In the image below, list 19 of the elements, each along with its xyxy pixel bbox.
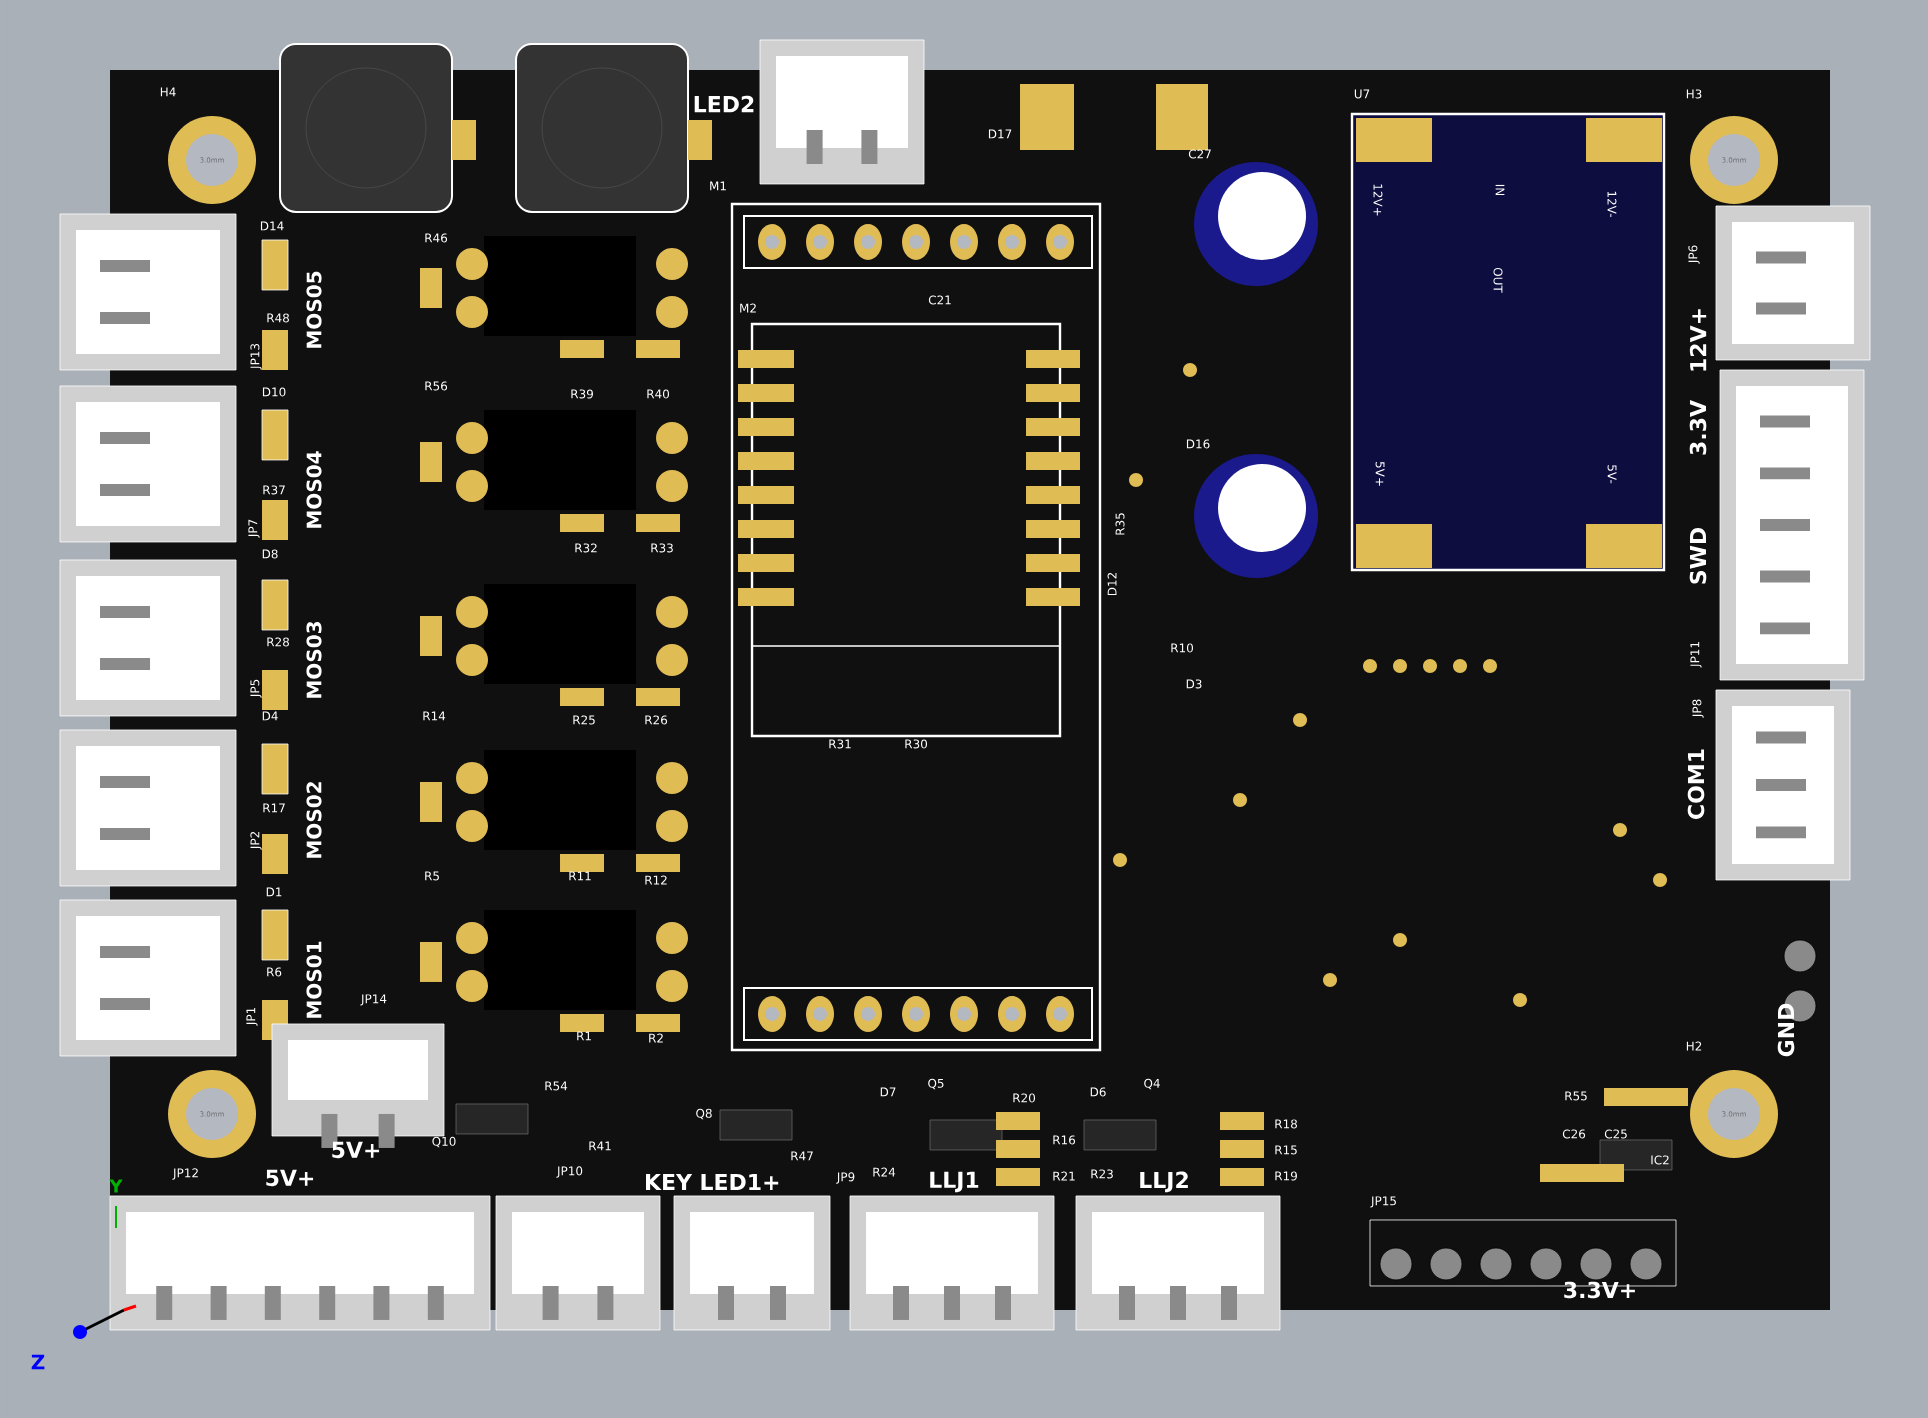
silkscreen-label: Z (31, 1354, 45, 1370)
silkscreen-label: MOS01 (306, 941, 322, 1018)
silkscreen-label: 5V+ (266, 1169, 314, 1187)
silkscreen-label: 12V+ (1689, 309, 1707, 371)
silkscreen-label: LLJ2 (1140, 1171, 1188, 1193)
silkscreen-label: SWD (1689, 527, 1707, 584)
silkscreen-label: MOS05 (306, 271, 322, 348)
silkscreen-label: LLJ1 (930, 1171, 979, 1193)
silkscreen-label: GND (1777, 1003, 1795, 1057)
silkscreen-label: MOS02 (306, 782, 322, 858)
silkscreen-label: MOS03 (306, 622, 322, 698)
silkscreen-label: 5V+ (332, 1141, 380, 1159)
silkscreen-label: LED2 (694, 95, 754, 113)
silkscreen-label: COM1 (1687, 749, 1705, 819)
silkscreen-label: LED1+ (701, 1173, 779, 1190)
silkscreen-label: 3.3V (1689, 400, 1707, 455)
silkscreen-label: 3.3V+ (1564, 1281, 1635, 1299)
silkscreen-label: MOS04 (306, 451, 322, 528)
silkscreen-label: KEY (646, 1173, 693, 1190)
